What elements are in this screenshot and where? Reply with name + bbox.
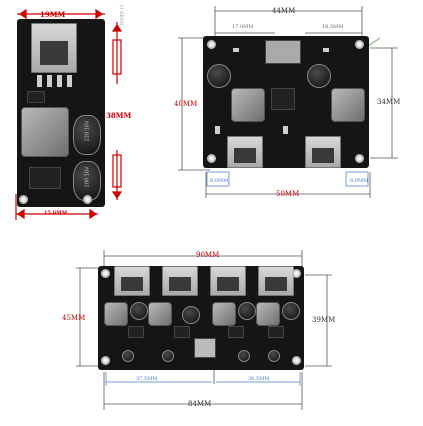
board2-capacitor-right: [307, 64, 331, 88]
board2-small-left-label: 6.0MM: [210, 178, 229, 184]
board2-left-label: 40MM: [174, 100, 198, 108]
board3-left-label: 45MM: [62, 314, 86, 322]
board3-right-label: 39MM: [312, 316, 336, 324]
board2-usb-port-left: [227, 136, 263, 168]
board2-pcb: [203, 36, 369, 168]
board1-usb-port: [31, 23, 77, 73]
board3-inductor-1: [104, 302, 128, 326]
board2-usb-port-right: [305, 136, 341, 168]
board3-top-label: 90MM: [196, 251, 220, 259]
board3-usb-port-1: [114, 266, 150, 296]
board1-width-label: 19MM: [40, 10, 66, 19]
board3-capacitor-1: [130, 302, 148, 320]
board3-pcb: [98, 266, 304, 370]
board1-bottom-label: 15.6MM: [44, 210, 68, 216]
board3-input-connector: [194, 338, 216, 358]
board2-input-connector: [265, 40, 301, 64]
board1-dimensions: [15, 8, 123, 220]
board3-capacitor-2: [182, 306, 200, 324]
board3-bottom-label: 84MM: [188, 400, 212, 408]
board3-capacitor-4: [282, 302, 300, 320]
board2-capacitor-left: [207, 64, 231, 88]
board2-right-label: 34MM: [377, 98, 401, 106]
board2-sub-right-label: 18.5MM: [322, 24, 344, 30]
board3-inductor-3: [212, 302, 236, 326]
board2-top-label: 44MM: [272, 7, 296, 15]
board3-usb-port-2: [162, 266, 198, 296]
board2-small-right-label: 6.0MM: [350, 178, 369, 184]
board2-dimensions: [178, 6, 398, 198]
board3-usb-port-3: [210, 266, 246, 296]
board2-bottom-label: 50MM: [276, 190, 300, 198]
board1-capacitor-top: 220 16V: [73, 115, 101, 155]
board3-bottom-right-label: 36.5MM: [248, 376, 270, 382]
board3-inductor-2: [148, 302, 172, 326]
board1-side-label: Q-SEMI: [118, 5, 124, 26]
board3-capacitor-3: [238, 302, 256, 320]
board3-usb-port-4: [258, 266, 294, 296]
board3-inductor-4: [256, 302, 280, 326]
board1-capacitor-bottom: 100 16V: [73, 161, 101, 201]
board1-height-label: 38MM: [106, 111, 132, 120]
board2-inductor-left: [231, 88, 265, 122]
board1-inductor: [21, 107, 69, 157]
board2-inductor-right: [331, 88, 365, 122]
board3-bottom-left-label: 37.5MM: [136, 376, 158, 382]
board2-sub-left-label: 17.0MM: [232, 24, 254, 30]
board1-pcb: 220 16V 100 16V: [17, 19, 105, 207]
